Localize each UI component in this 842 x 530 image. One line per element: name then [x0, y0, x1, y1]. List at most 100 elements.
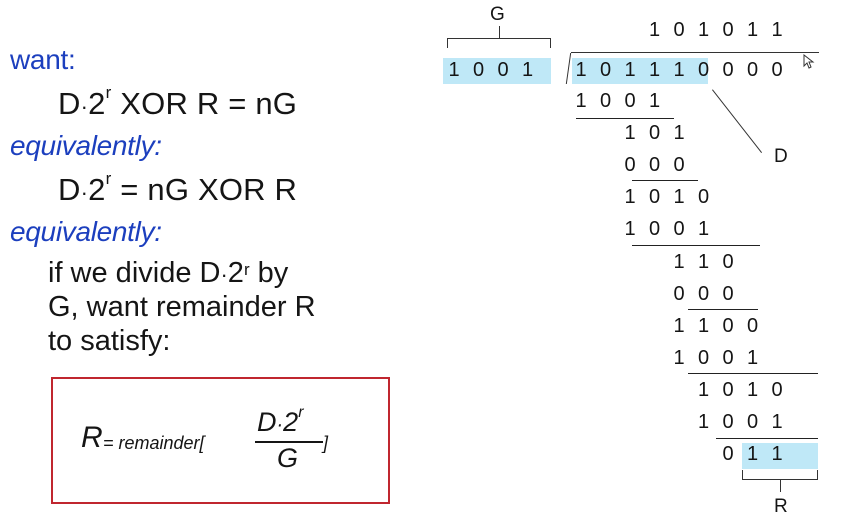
bit-digit: 1	[624, 186, 636, 208]
bit-digit: 1	[746, 19, 759, 41]
formula-box: R = remainder[ D·2r G ]	[51, 377, 390, 504]
eq2-dot: ·	[80, 180, 89, 205]
eq1-d: D	[58, 86, 81, 121]
bit-digit: 0	[673, 19, 685, 41]
bit-digit: 0	[624, 90, 636, 112]
generator-bracket-right	[550, 38, 551, 48]
para-dot: ·	[220, 262, 228, 287]
bit-digit: 1	[673, 122, 685, 144]
equivalently-heading-2: equivalently:	[10, 216, 162, 247]
subtraction-rule	[576, 118, 674, 119]
eq2-rest: = nG XOR R	[111, 172, 298, 207]
bit-digit: 1	[771, 19, 783, 41]
formula-denominator: G	[277, 443, 299, 473]
bit-digit: 0	[722, 19, 734, 41]
bit-digit: 1	[697, 411, 710, 433]
bit-digit: 0	[673, 154, 685, 176]
subtraction-rule	[688, 373, 818, 374]
para-sup: r	[243, 260, 250, 279]
remainder-label: R	[774, 496, 788, 517]
bit-digit: 0	[722, 251, 734, 273]
bit-digit: 0	[648, 218, 661, 240]
bit-digit: 0	[673, 218, 685, 240]
want-heading: want:	[10, 44, 76, 75]
para-line1-c: by	[249, 257, 289, 289]
data-leader-line	[712, 89, 763, 154]
bit-digit: 0	[599, 90, 612, 112]
data-label: D	[774, 146, 788, 167]
bit-digit: 1	[673, 186, 685, 208]
bit-digit: 0	[746, 315, 759, 337]
bit-digit: 1	[624, 122, 636, 144]
bit-digit: 1	[697, 251, 710, 273]
formula-num-d: D	[257, 407, 277, 437]
formula-numerator: D·2r	[257, 404, 304, 438]
bit-digit: 0	[697, 347, 710, 369]
bit-digit: 1	[771, 443, 783, 465]
bit-digit: 1	[673, 251, 685, 273]
bit-digit: 1	[746, 379, 759, 401]
bit-digit: 1	[575, 59, 587, 81]
bit-digit: 0	[624, 154, 636, 176]
bit-digit: 1	[697, 19, 710, 41]
bit-digit: 0	[771, 59, 783, 81]
generator-bracket-top	[447, 38, 551, 39]
subtraction-rule	[632, 245, 760, 246]
subtraction-rule	[716, 438, 818, 439]
bit-digit: 1	[746, 347, 759, 369]
bit-digit: 1	[746, 443, 759, 465]
equation-1: D·2r XOR R = nG	[58, 83, 297, 122]
bit-digit: 0	[648, 122, 661, 144]
bit-digit: 1	[624, 59, 636, 81]
bit-digit: 0	[722, 411, 734, 433]
condition-line-3: to satisfy:	[48, 325, 171, 357]
bit-digit: 0	[722, 59, 734, 81]
formula-num-dot: ·	[276, 414, 284, 436]
formula-num-sup: r	[298, 404, 304, 421]
eq1-sup: r	[105, 83, 112, 102]
equivalently-heading-1: equivalently:	[10, 130, 162, 161]
bit-digit: 1	[648, 19, 661, 41]
bit-digit: 0	[472, 59, 485, 81]
bit-digit: 1	[673, 347, 685, 369]
remainder-bracket-right	[817, 470, 818, 479]
formula-num-two: 2	[283, 407, 299, 437]
bit-digit: 0	[673, 283, 685, 305]
division-bar	[571, 52, 819, 53]
generator-bracket-left	[447, 38, 448, 48]
bit-digit: 1	[697, 315, 710, 337]
bit-digit: 1	[697, 379, 710, 401]
bit-digit: 0	[648, 186, 661, 208]
bit-digit: 0	[771, 379, 783, 401]
formula-lhs: R	[81, 421, 103, 454]
eq2-sup: r	[105, 169, 112, 188]
bit-digit: 1	[624, 218, 636, 240]
bit-digit: 1	[648, 59, 661, 81]
para-line1-a: if we divide D	[48, 257, 221, 289]
subtraction-rule	[632, 180, 698, 181]
eq2-d: D	[58, 172, 81, 207]
bit-digit: 0	[722, 443, 734, 465]
bit-digit: 1	[575, 90, 587, 112]
data-highlight	[572, 58, 708, 84]
bit-digit: 0	[599, 59, 612, 81]
formula-remainder-word: = remainder[	[103, 433, 205, 453]
bit-digit: 1	[673, 315, 685, 337]
formula-close-bracket: ]	[323, 433, 329, 453]
eq1-two: 2	[88, 86, 106, 121]
remainder-bracket-stem	[780, 479, 781, 492]
bit-digit: 1	[648, 90, 661, 112]
eq2-two: 2	[88, 172, 106, 207]
fraction-bar	[255, 441, 323, 443]
bit-digit: 1	[771, 411, 783, 433]
bit-digit: 0	[648, 154, 661, 176]
generator-label: G	[490, 4, 505, 25]
eq1-dot: ·	[80, 94, 89, 119]
subtraction-rule	[688, 309, 758, 310]
bit-digit: 0	[746, 59, 759, 81]
para-line1-b: 2	[227, 257, 244, 289]
mouse-pointer-icon	[803, 54, 815, 69]
bit-digit: 0	[722, 347, 734, 369]
remainder-bracket-left	[742, 470, 743, 479]
